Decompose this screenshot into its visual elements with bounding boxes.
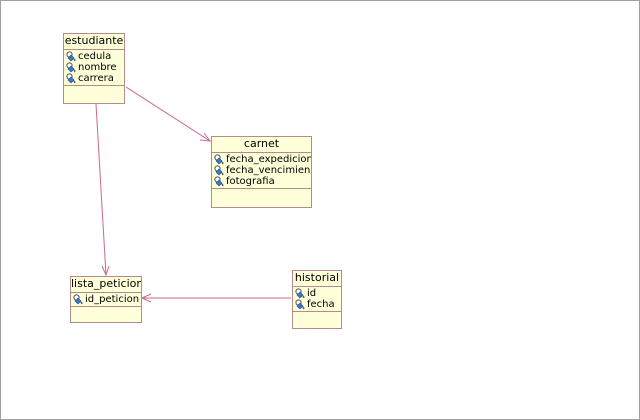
attribute-row[interactable]: carrera bbox=[66, 73, 124, 84]
association-estudiante-carnet[interactable] bbox=[125, 86, 211, 142]
attribute-row[interactable]: nombre bbox=[66, 62, 124, 73]
attribute-row[interactable]: fotografia bbox=[214, 176, 311, 187]
attribute-row[interactable]: cedula bbox=[66, 51, 124, 62]
attribute-label: id bbox=[307, 288, 317, 299]
attribute-key-icon bbox=[73, 294, 83, 305]
class-estudiante[interactable]: estudiante cedula nombre carrera bbox=[63, 33, 125, 104]
attribute-key-icon bbox=[66, 62, 76, 73]
attribute-compartment: fecha_expedicion fecha_vencimien... foto… bbox=[212, 153, 311, 189]
attribute-label: carrera bbox=[78, 73, 114, 84]
arrowhead-lista-peticion-right bbox=[140, 293, 152, 303]
arrowhead-carnet bbox=[199, 132, 212, 142]
attribute-key-icon bbox=[66, 51, 76, 62]
attribute-row[interactable]: fecha_vencimien... bbox=[214, 165, 311, 176]
class-name: estudiante bbox=[64, 34, 124, 50]
attribute-compartment: id_peticion bbox=[71, 293, 141, 307]
attribute-label: fecha_expedicion bbox=[226, 154, 311, 165]
class-name: historial bbox=[293, 271, 341, 287]
attribute-key-icon bbox=[295, 288, 305, 299]
attribute-compartment: cedula nombre carrera bbox=[64, 50, 124, 86]
attribute-label: fecha_vencimien... bbox=[226, 165, 311, 176]
class-name: carnet bbox=[212, 137, 311, 153]
attribute-key-icon bbox=[214, 176, 224, 187]
attribute-compartment: id fecha bbox=[293, 287, 341, 312]
attribute-label: cedula bbox=[78, 51, 112, 62]
attribute-row[interactable]: id_peticion bbox=[73, 294, 141, 305]
attribute-key-icon bbox=[295, 299, 305, 310]
class-name: lista_peticion bbox=[71, 277, 141, 293]
attribute-key-icon bbox=[214, 154, 224, 165]
attribute-label: fotografia bbox=[226, 176, 275, 187]
attribute-row[interactable]: id bbox=[295, 288, 341, 299]
attribute-label: fecha bbox=[307, 299, 335, 310]
class-carnet[interactable]: carnet fecha_expedicion fecha_vencimien.… bbox=[211, 136, 312, 208]
arrowhead-lista-peticion-top bbox=[101, 265, 110, 277]
attribute-row[interactable]: fecha bbox=[295, 299, 341, 310]
class-lista-peticion[interactable]: lista_peticion id_peticion bbox=[70, 276, 142, 323]
class-historial[interactable]: historial id fecha bbox=[292, 270, 342, 329]
attribute-label: nombre bbox=[78, 62, 117, 73]
attribute-key-icon bbox=[66, 73, 76, 84]
association-estudiante-lista-peticion[interactable] bbox=[95, 103, 107, 276]
attribute-key-icon bbox=[214, 165, 224, 176]
attribute-label: id_peticion bbox=[85, 294, 140, 305]
attribute-row[interactable]: fecha_expedicion bbox=[214, 154, 311, 165]
